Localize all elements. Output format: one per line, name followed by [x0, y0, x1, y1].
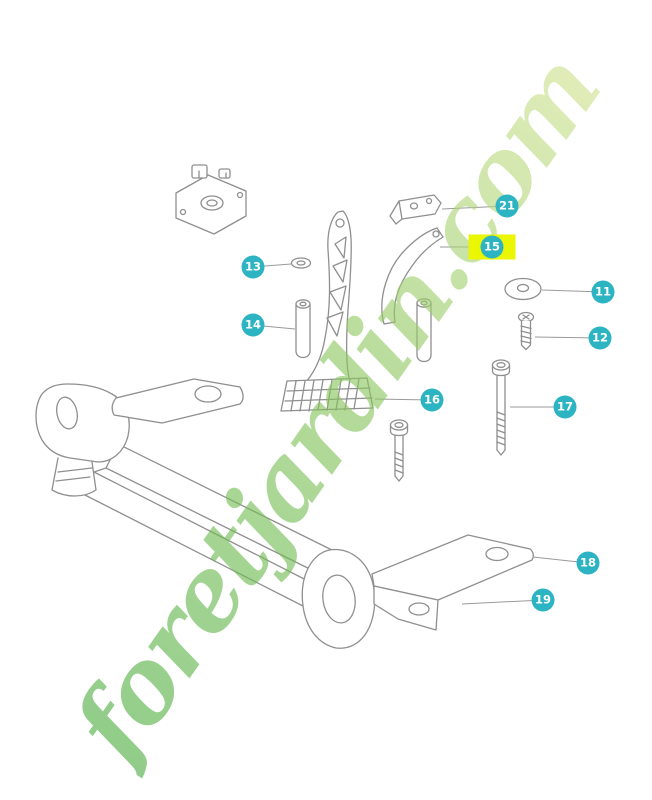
sleeve-part-16	[416, 298, 432, 363]
callout-number: 18	[576, 551, 600, 575]
bolt-part-lower	[389, 419, 409, 482]
callout-number: 16	[420, 388, 444, 412]
callout-number: 19	[531, 588, 555, 612]
callout-number: 15	[480, 235, 504, 259]
tensioner-arm-part	[280, 210, 374, 412]
callout-number: 14	[241, 313, 265, 337]
bolt-part-17	[491, 359, 511, 456]
sleeve-part-14	[295, 299, 311, 359]
screw-part-12	[517, 311, 535, 351]
callout-number: 17	[553, 395, 577, 419]
callout-number: 11	[591, 280, 615, 304]
bracket-part-21	[389, 194, 442, 225]
carburetor-part	[175, 164, 247, 235]
handlebar-frame-part	[35, 378, 534, 649]
lever-part-15	[381, 227, 444, 325]
callout-number: 21	[495, 194, 519, 218]
callout-number: 12	[588, 326, 612, 350]
washer-part-11	[504, 277, 542, 301]
callout-number: 13	[241, 255, 265, 279]
washer-part-13	[290, 257, 312, 269]
